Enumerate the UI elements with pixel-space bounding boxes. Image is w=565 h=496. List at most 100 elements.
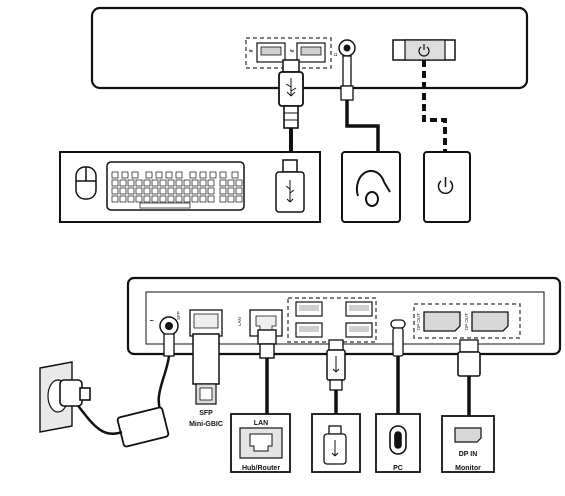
keyboard-key: [127, 179, 135, 187]
front-usb-port-1[interactable]: [256, 42, 286, 63]
keyboard-key: [145, 171, 153, 179]
usb-drive-icon: [275, 159, 305, 213]
keyboard-key: [119, 187, 127, 195]
keyboard-key: [199, 179, 207, 187]
keyboard-key: [119, 179, 127, 187]
keyboard-spacebar: [139, 202, 191, 209]
keyboard-key: [167, 195, 175, 203]
keyboard-key: [227, 195, 235, 203]
headphones-panel: [341, 151, 401, 223]
headphone-jack[interactable]: [338, 39, 356, 57]
mouse-icon: [75, 166, 97, 200]
power-icon-panel: [437, 177, 454, 195]
keyboard-key: [111, 187, 119, 195]
keyboard-key: [143, 195, 151, 203]
power-icon: [418, 44, 430, 57]
usb-c-port[interactable]: [390, 319, 406, 329]
hub-label: Hub/Router: [242, 465, 280, 472]
pc-label: PC: [393, 465, 403, 472]
power-button[interactable]: [404, 39, 446, 61]
lan-port-mark: LAN: [237, 317, 242, 326]
usb-cable-rear: [326, 339, 346, 414]
keyboard-key: [175, 179, 183, 187]
usb-c-icon: [389, 425, 407, 455]
keyboard-key: [191, 195, 199, 203]
keyboard-key: [175, 187, 183, 195]
lan-cable: [257, 329, 277, 414]
sfp-label: SFP: [199, 410, 213, 417]
keyboard-key: [191, 179, 199, 187]
rear-usb-ports[interactable]: [295, 301, 373, 338]
keyboard-key: [207, 195, 215, 203]
keyboard-key: [219, 179, 227, 187]
keyboard-key: [143, 179, 151, 187]
keyboard-key: [111, 171, 119, 179]
front-usb-port-2[interactable]: [296, 42, 326, 63]
keyboard-key: [159, 195, 167, 203]
keyboard-key: [219, 187, 227, 195]
keyboard-key: [135, 195, 143, 203]
keyboard-key: [175, 195, 183, 203]
keyboard-key: [207, 187, 215, 195]
keyboard-key: [151, 195, 159, 203]
power-button-link: [422, 60, 447, 152]
keyboard-key: [167, 179, 175, 187]
keyboard-key: [209, 171, 217, 179]
keyboard-key: [159, 187, 167, 195]
headphones-icon: [355, 169, 391, 207]
sfp-sub-label: Mini-GBIC: [189, 421, 223, 428]
dp-out-port-2[interactable]: [471, 311, 509, 332]
sfp-port[interactable]: [189, 309, 223, 337]
keyboard-key: [199, 187, 207, 195]
usb-a-mark-1: ⇆: [249, 48, 253, 53]
keyboard-key: [199, 171, 207, 179]
sfp-module: [192, 333, 220, 405]
keyboard-key: [227, 179, 235, 187]
keyboard-key: [131, 171, 139, 179]
monitor-label: Monitor: [455, 465, 481, 472]
keyboard-key: [235, 195, 243, 203]
keyboard-key: [127, 187, 135, 195]
monitor-box: [441, 415, 495, 473]
keyboard-key: [167, 187, 175, 195]
keyboard-key: [111, 195, 119, 203]
keyboard-key: [207, 179, 215, 187]
keyboard-key: [151, 187, 159, 195]
dp-out-mark-2: DP OUT: [464, 313, 469, 330]
keyboard-key: [191, 187, 199, 195]
keyboard-key: [175, 171, 183, 179]
dc-in-port[interactable]: [159, 316, 179, 336]
keyboard-key: [135, 179, 143, 187]
keyboard-key: [127, 195, 135, 203]
dp-cable: [457, 339, 481, 416]
dc-in-mark: ⎓: [150, 318, 154, 323]
dp-out-group: [413, 303, 521, 339]
lan-label: LAN: [254, 420, 268, 427]
displayport-icon: [454, 427, 482, 443]
dp-in-label: DP IN: [459, 451, 478, 458]
usb-c-cable: [392, 327, 404, 414]
sfp-port-mark: SFP: [176, 311, 181, 320]
headphone-mark: Ω: [334, 52, 338, 57]
keyboard-key: [219, 171, 227, 179]
keyboard-key: [219, 195, 227, 203]
dp-out-port-1[interactable]: [423, 311, 461, 332]
keyboard-key: [183, 187, 191, 195]
power-plug-icon: [59, 379, 91, 407]
keyboard-key: [111, 179, 119, 187]
power-adapter-icon: [116, 406, 170, 448]
usb-drive-icon-rear: [323, 425, 347, 465]
keyboard-key: [159, 179, 167, 187]
headphone-cable: [340, 55, 380, 152]
power-panel: [423, 151, 471, 223]
keyboard-key: [235, 187, 243, 195]
keyboard-key: [151, 179, 159, 187]
keyboard-key: [227, 187, 235, 195]
keyboard-key: [199, 195, 207, 203]
usb-a-mark-2: ⇆: [290, 48, 294, 53]
keyboard-key: [165, 171, 173, 179]
dp-out-mark-1: DP OUT: [416, 313, 421, 330]
keyboard-key: [183, 195, 191, 203]
keyboard-key: [189, 171, 197, 179]
